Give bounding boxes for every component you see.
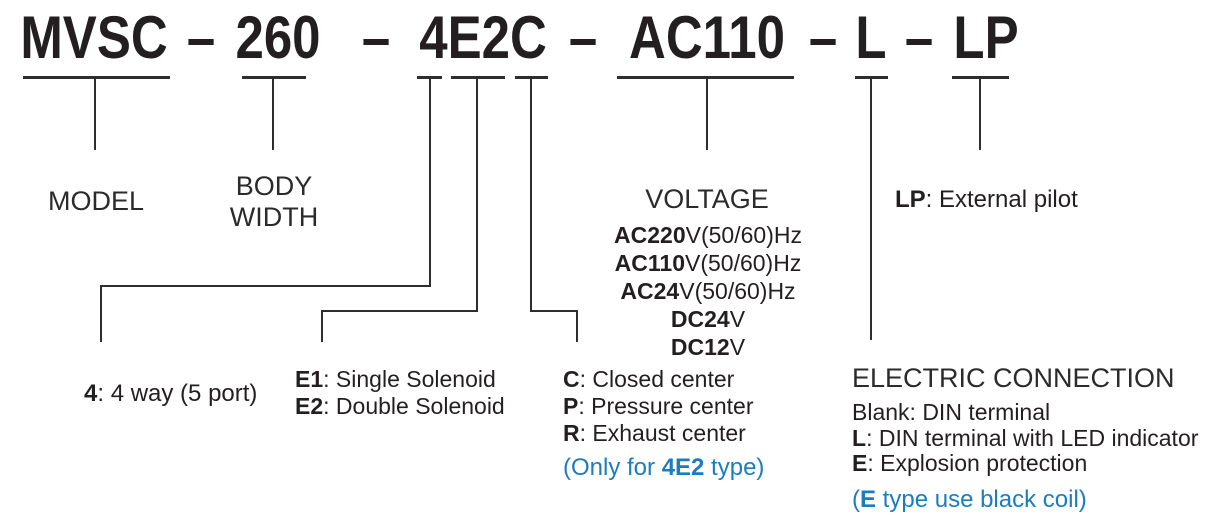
way-label: 4: 4 way (5 port) <box>84 380 257 407</box>
pilot-desc: : External pilot <box>925 186 1078 213</box>
voltage-code: AC220 <box>614 222 686 248</box>
code-segment-pilot: LP <box>953 4 1019 71</box>
connector-body-width <box>272 77 274 150</box>
electric-code-blank: Blank <box>852 399 910 425</box>
electric-option: Blank: DIN terminal <box>852 399 1198 426</box>
voltage-option: AC220V(50/60)Hz <box>614 221 802 249</box>
underline-model <box>23 76 170 79</box>
voltage-option: AC24V(50/60)Hz <box>614 277 802 305</box>
voltage-code: DC24 <box>670 306 730 332</box>
connector-way-horizontal <box>100 285 431 287</box>
electric-desc: : DIN terminal <box>909 399 1051 425</box>
connector-center-horizontal <box>530 310 578 312</box>
code-segment-voltage: AC110 <box>629 4 785 71</box>
voltage-suffix: V <box>729 306 746 332</box>
code-dash-3: – <box>568 4 598 71</box>
connector-way-drop <box>100 285 102 342</box>
electric-desc: : Explosion protection <box>867 450 1088 476</box>
note-bold: 4E2 <box>661 454 705 481</box>
note-pre: ( <box>852 486 860 513</box>
electric-option: L: DIN terminal with LED indicator <box>852 424 1199 452</box>
electric-option: E: Explosion protection <box>852 450 1198 477</box>
solenoid-code: E1 <box>295 366 324 392</box>
center-type-option: C: Closed center <box>563 366 753 393</box>
solenoid-desc: : Double Solenoid <box>323 393 505 419</box>
body-width-label: BODY WIDTH <box>230 171 318 233</box>
connector-solenoid-vertical <box>476 77 478 312</box>
center-desc: : Pressure center <box>578 393 754 419</box>
voltage-option: AC110V(50/60)Hz <box>614 249 802 277</box>
code-segment-body-width: 260 <box>235 4 321 71</box>
way-code: 4 <box>84 380 98 407</box>
solenoid-options: E1: Single Solenoid E2: Double Solenoid <box>295 366 505 420</box>
voltage-option: DC12V <box>614 333 802 361</box>
note-pre: (Only for <box>563 454 662 481</box>
center-desc: : Exhaust center <box>579 420 746 446</box>
code-segment-model: MVSC <box>20 4 168 71</box>
code-segment-electric: L <box>855 4 887 71</box>
voltage-suffix: V(50/60)Hz <box>685 250 802 276</box>
code-dash-2: – <box>361 4 391 71</box>
way-desc: : 4 way (5 port) <box>97 380 258 407</box>
center-code: C <box>563 366 580 392</box>
electric-code: E <box>852 450 868 476</box>
center-type-note: (Only for 4E2 type) <box>563 454 764 481</box>
solenoid-code: E2 <box>295 393 324 419</box>
voltage-suffix: V <box>729 334 746 360</box>
connector-electric <box>870 77 872 340</box>
voltage-heading: VOLTAGE <box>645 184 769 214</box>
connector-voltage <box>706 77 708 150</box>
electric-desc: : DIN terminal with LED indicator <box>866 424 1199 451</box>
solenoid-desc: : Single Solenoid <box>323 366 496 392</box>
center-code: P <box>563 393 579 419</box>
code-dash-4: – <box>808 4 838 71</box>
connector-way-vertical <box>429 77 431 287</box>
connector-model <box>94 77 96 150</box>
center-type-option: R: Exhaust center <box>563 420 753 447</box>
note-post: type) <box>704 454 765 481</box>
voltage-code: AC24 <box>620 278 680 304</box>
voltage-code: AC110 <box>614 250 685 276</box>
electric-connection-heading: ELECTRIC CONNECTION <box>852 363 1175 393</box>
model-label: MODEL <box>47 186 145 216</box>
connector-solenoid-drop <box>321 310 323 342</box>
solenoid-option: E1: Single Solenoid <box>295 366 505 393</box>
center-type-option: P: Pressure center <box>563 393 753 420</box>
center-code: R <box>563 420 580 446</box>
electric-note: (E type use black coil) <box>852 486 1087 513</box>
connector-center-vertical <box>530 77 532 312</box>
connector-pilot <box>979 77 981 150</box>
pilot-label: LP: External pilot <box>895 186 1078 213</box>
voltage-option: DC24V <box>614 305 802 333</box>
center-type-options: C: Closed center P: Pressure center R: E… <box>563 366 753 447</box>
electric-options: Blank: DIN terminal L: DIN terminal with… <box>852 399 1199 477</box>
electric-code: L <box>852 424 867 451</box>
body-width-line1: BODY <box>235 171 313 201</box>
voltage-code: DC12 <box>670 334 730 360</box>
pilot-code: LP <box>895 186 926 213</box>
underline-solenoid <box>451 76 505 79</box>
note-post: type use black coil) <box>876 486 1087 513</box>
connector-center-drop <box>576 310 578 342</box>
underline-body-width <box>242 76 306 79</box>
code-segment-function: 4E2C <box>419 4 547 71</box>
connector-solenoid-horizontal <box>321 310 478 312</box>
code-dash-5: – <box>904 4 934 71</box>
code-dash-1: – <box>186 4 216 71</box>
note-bold: E <box>860 486 877 513</box>
solenoid-option: E2: Double Solenoid <box>295 393 505 420</box>
voltage-suffix: V(50/60)Hz <box>685 222 802 248</box>
body-width-line2: WIDTH <box>229 202 319 232</box>
center-desc: : Closed center <box>579 366 735 392</box>
underline-voltage <box>617 76 794 79</box>
voltage-options: AC220V(50/60)Hz AC110V(50/60)Hz AC24V(50… <box>614 221 802 361</box>
voltage-suffix: V(50/60)Hz <box>679 278 796 304</box>
